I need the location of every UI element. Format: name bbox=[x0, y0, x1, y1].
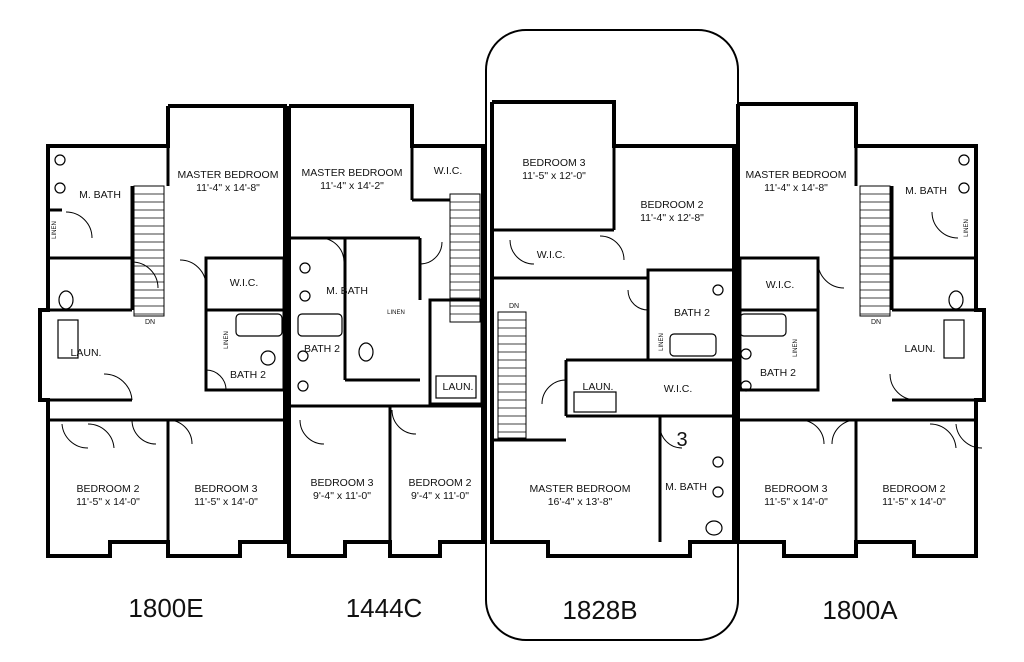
unit-label-1800a: 1800A bbox=[822, 595, 898, 625]
stair-dn: DN bbox=[145, 319, 155, 326]
room-name: W.I.C. bbox=[230, 277, 259, 289]
room-name: LAUN. bbox=[905, 343, 936, 355]
unit-labels: 1800E 1444C 1828B 1800A bbox=[128, 593, 898, 625]
room-dims: 11'-5" x 14'-0" bbox=[764, 496, 828, 508]
unit-label-1800e: 1800E bbox=[128, 593, 203, 623]
room-dims: 11'-4" x 14'-8" bbox=[196, 182, 260, 194]
stair-dn: DN bbox=[509, 303, 519, 310]
room-name: LINEN bbox=[964, 219, 970, 237]
stair-treads bbox=[134, 193, 890, 433]
room-name: LINEN bbox=[659, 333, 665, 351]
room-number: 3 bbox=[676, 429, 687, 451]
room-dims: 9'-4" x 11'-0" bbox=[411, 490, 469, 502]
room-name: BATH 2 bbox=[674, 307, 710, 319]
fixtures bbox=[54, 154, 970, 536]
room-name: M. BATH bbox=[326, 285, 368, 297]
room-name: M. BATH bbox=[905, 185, 947, 197]
room-name: MASTER BEDROOM bbox=[178, 169, 279, 181]
room-dims: 11'-5" x 12'-0" bbox=[522, 170, 586, 182]
room-name: BEDROOM 3 bbox=[764, 483, 827, 495]
room-labels: MASTER BEDROOM 11'-4" x 14'-8" M. BATH L… bbox=[52, 157, 970, 508]
room-name: W.I.C. bbox=[664, 383, 693, 395]
room-name: BATH 2 bbox=[760, 367, 796, 379]
room-name: BEDROOM 2 bbox=[882, 483, 945, 495]
room-name: BEDROOM 2 bbox=[640, 199, 703, 211]
room-name: MASTER BEDROOM bbox=[530, 483, 631, 495]
room-name: BEDROOM 3 bbox=[522, 157, 585, 169]
room-dims: 16'-4" x 13'-8" bbox=[548, 496, 613, 508]
room-name: LINEN bbox=[52, 221, 58, 239]
room-name: LAUN. bbox=[443, 381, 474, 393]
room-name: MASTER BEDROOM bbox=[302, 167, 403, 179]
doors bbox=[61, 211, 983, 449]
room-dims: 11'-4" x 12'-8" bbox=[640, 212, 704, 224]
room-name: LINEN bbox=[793, 339, 799, 357]
room-name: M. BATH bbox=[79, 189, 121, 201]
room-name: BATH 2 bbox=[230, 369, 266, 381]
room-name: LAUN. bbox=[583, 381, 614, 393]
room-dims: 11'-5" x 14'-0" bbox=[882, 496, 946, 508]
room-name: BATH 2 bbox=[304, 343, 340, 355]
room-name: BEDROOM 2 bbox=[408, 477, 471, 489]
room-name: M. BATH bbox=[665, 481, 707, 493]
unit-label-1444c: 1444C bbox=[346, 593, 423, 623]
room-dims: 9'-4" x 11'-0" bbox=[313, 490, 371, 502]
unit-label-1828b: 1828B bbox=[562, 595, 637, 625]
room-name: BEDROOM 2 bbox=[76, 483, 139, 495]
room-name: W.I.C. bbox=[434, 165, 463, 177]
room-name: MASTER BEDROOM bbox=[746, 169, 847, 181]
room-name: BEDROOM 3 bbox=[194, 483, 257, 495]
room-name: LINEN bbox=[224, 331, 230, 349]
room-name: W.I.C. bbox=[766, 279, 795, 291]
room-name: LINEN bbox=[387, 310, 405, 316]
stair-dn: DN bbox=[871, 319, 881, 326]
room-dims: 11'-5" x 14'-0" bbox=[76, 496, 140, 508]
room-name: BEDROOM 3 bbox=[310, 477, 373, 489]
room-name: LAUN. bbox=[71, 347, 102, 359]
room-dims: 11'-4" x 14'-2" bbox=[320, 180, 384, 192]
room-dims: 11'-4" x 14'-8" bbox=[764, 182, 828, 194]
room-name: W.I.C. bbox=[537, 249, 566, 261]
room-dims: 11'-5" x 14'-0" bbox=[194, 496, 258, 508]
